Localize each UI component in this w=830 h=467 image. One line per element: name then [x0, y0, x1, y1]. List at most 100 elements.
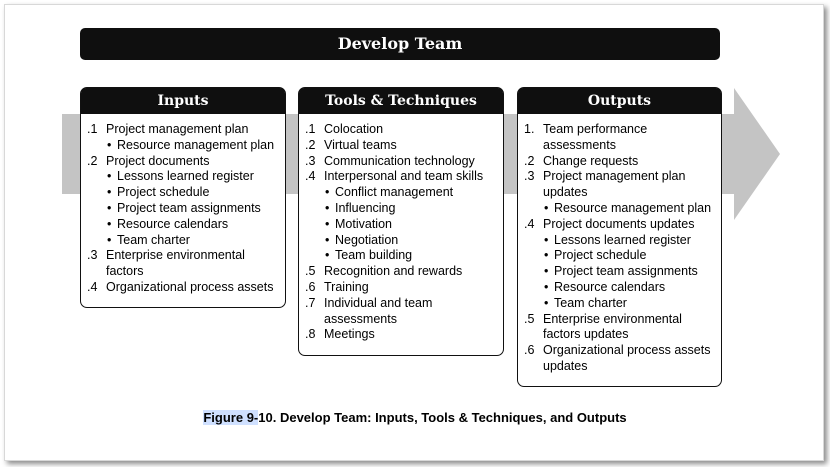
bullet-item: •Influencing [305, 201, 497, 217]
item-text: Project documents updates [543, 216, 695, 231]
item-number: .2 [305, 137, 316, 152]
item-text: Recognition and rewards [324, 264, 463, 279]
numbered-item: .4 Project documents updates [524, 217, 715, 233]
item-text: Organizational process assets updates [543, 343, 711, 373]
tools-heading: Tools & Techniques [299, 88, 503, 114]
item-number: .4 [87, 279, 98, 294]
numbered-item: 1. Team performance assessments [524, 122, 715, 154]
bullet-item: •Project team assignments [524, 264, 715, 280]
bullet-icon: • [544, 248, 549, 263]
outputs-list: 1. Team performance assessments .2 Change r… [518, 114, 721, 375]
bullet-icon: • [107, 200, 112, 215]
outputs-box: Outputs 1. Team performance assessments .2… [517, 87, 722, 387]
bullet-icon: • [544, 264, 549, 279]
bullet-icon: • [544, 200, 549, 215]
bullet-item: • Conflict management [305, 185, 497, 201]
item-text: Team building [335, 248, 413, 263]
item-text: Virtual teams [324, 137, 397, 152]
item-number: .2 [524, 153, 535, 168]
bullet-icon: • [107, 137, 112, 152]
bullet-item: •Negotiation [305, 233, 497, 249]
figure-caption: Figure 9-10. Develop Team: Inputs, Tools… [0, 410, 830, 425]
bullet-item: • Project team assignments [87, 201, 279, 217]
bullet-item: • Resource management plan [524, 201, 715, 217]
bullet-icon: • [325, 185, 330, 200]
item-number: .6 [305, 279, 316, 294]
bullet-icon: • [107, 216, 112, 231]
item-text: Influencing [335, 200, 396, 215]
item-number: 1. [524, 122, 535, 136]
item-number: .8 [305, 327, 316, 342]
item-text: Enterprise environmental factors [106, 248, 245, 279]
item-text: Training [324, 279, 369, 294]
item-text: Project documents [106, 153, 210, 168]
numbered-item: .2 Project documents [87, 154, 279, 170]
bullet-item: • Project schedule [524, 248, 715, 264]
item-text: Team charter [554, 295, 627, 310]
item-text: Project team assignments [117, 200, 261, 215]
item-text: Enterprise environmental factors updates [543, 311, 682, 342]
numbered-item: .7 Individual and team assessments [305, 296, 497, 328]
bullet-icon: • [325, 216, 330, 231]
bullet-item: • Team charter [87, 233, 279, 249]
item-number: .3 [87, 248, 98, 263]
item-number: .4 [524, 216, 535, 231]
outputs-heading: Outputs [518, 88, 721, 114]
item-text: Project schedule [554, 248, 647, 263]
item-number: .7 [305, 295, 316, 310]
numbered-item: .2 Change requests [524, 154, 715, 170]
bullet-icon: • [107, 169, 112, 184]
item-number: .6 [524, 343, 535, 358]
item-text: Change requests [543, 153, 639, 168]
bullet-item: •Lessons learned register [524, 233, 715, 249]
caption-highlighted-text: Figure 9- [203, 410, 259, 425]
item-text: Communication technology [324, 153, 475, 168]
bullet-item: • Resource calendars [87, 217, 279, 233]
numbered-item: .2 Virtual teams [305, 138, 497, 154]
item-text: Negotiation [335, 232, 399, 247]
numbered-item: .6 Training [305, 280, 497, 296]
item-number: .2 [87, 153, 98, 168]
bullet-item: • Team building [305, 248, 497, 264]
bullet-item: • Resource management plan [87, 138, 279, 154]
item-text: Resource calendars [117, 216, 229, 231]
bullet-icon: • [107, 232, 112, 247]
item-number: .4 [305, 169, 316, 184]
item-text: Resource management plan [117, 137, 275, 152]
item-text: Interpersonal and team skills [324, 169, 484, 184]
item-text: Individual and team assessments [324, 295, 433, 326]
numbered-item: .4 Interpersonal and team skills [305, 169, 497, 185]
bullet-item: • Project schedule [87, 185, 279, 201]
item-number: .3 [305, 153, 316, 168]
item-text: Team performance assessments [543, 122, 648, 152]
bullet-item: •Resource calendars [524, 280, 715, 296]
item-text: Project management plan updates [543, 169, 686, 200]
bullet-icon: • [544, 295, 549, 310]
item-number: .5 [305, 264, 316, 279]
numbered-item: .6 Organizational process assets updates [524, 343, 715, 375]
item-text: Team charter [117, 232, 190, 247]
caption-text: 10. Develop Team: Inputs, Tools & Techni… [258, 410, 627, 425]
item-text: Resource calendars [554, 279, 666, 294]
item-number: .1 [305, 122, 316, 136]
bullet-icon: • [107, 185, 112, 200]
item-text: Resource management plan [554, 200, 712, 215]
item-text: Project schedule [117, 185, 210, 200]
item-number: .1 [87, 122, 98, 136]
item-text: Lessons learned register [117, 169, 254, 184]
bullet-item: •Motivation [305, 217, 497, 233]
numbered-item: .3 Enterprise environmental factors [87, 248, 279, 280]
numbered-item: .5 Recognition and rewards [305, 264, 497, 280]
numbered-item: .4 Organizational process assets [87, 280, 279, 296]
bullet-icon: • [325, 248, 330, 263]
bullet-item: • Lessons learned register [87, 169, 279, 185]
item-text: Lessons learned register [554, 232, 691, 247]
item-text: Organizational process assets [106, 279, 274, 294]
item-text: Conflict management [335, 185, 454, 200]
